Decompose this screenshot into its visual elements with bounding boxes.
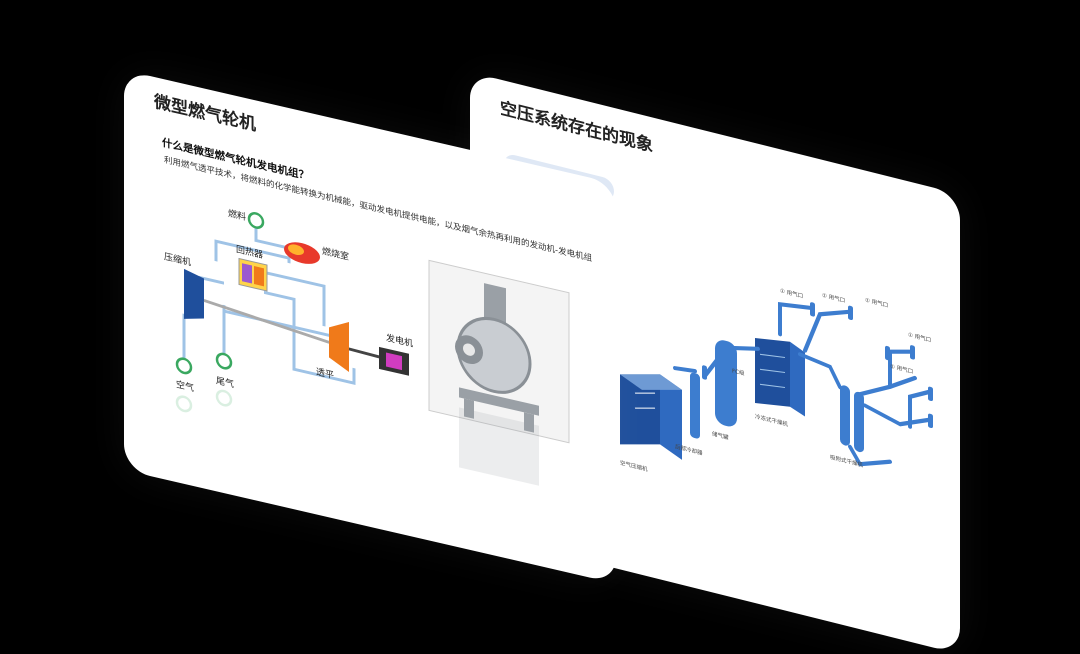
- air-inlet-icon: [177, 357, 191, 374]
- label-dryer1: 冷冻式干燥机: [755, 412, 788, 428]
- label-outlet-3: ① 用气口: [865, 296, 888, 310]
- exhaust-outlet-icon: [217, 352, 231, 369]
- label-turbine: 透平: [316, 366, 334, 381]
- air-compressor-icon: [620, 364, 682, 459]
- label-generator: 发电机: [386, 332, 413, 350]
- label-outlet-1: ① 用气口: [780, 286, 803, 300]
- label-tank: 储气罐: [712, 429, 729, 441]
- label-air: 空气: [176, 378, 194, 394]
- front-slide-title: 微型燃气轮机: [154, 87, 256, 136]
- aftercooler-icon: [690, 372, 700, 439]
- label-compressor: 压缩机: [164, 250, 191, 268]
- recuperator-icon: [239, 259, 267, 291]
- microturbine-diagram: 燃料 回热器 燃烧室 压缩机 发电机 透平 空气 尾气: [124, 170, 616, 584]
- compressor-icon: [184, 269, 204, 324]
- desiccant-tower-1: [840, 384, 850, 446]
- back-slide-title: 空压系统存在的现象: [500, 93, 653, 156]
- label-dryer2: 吸附式干燥机: [830, 453, 863, 469]
- label-outlet-2: ① 用气口: [822, 291, 845, 305]
- stage: 空压系统存在的现象 空压机之间独立运行: [0, 0, 1080, 608]
- label-outlet-4: ① 用气口: [908, 330, 931, 344]
- label-compressor: 空气压缩机: [620, 458, 648, 473]
- label-outlet-5: ① 用气口: [890, 362, 913, 376]
- air-tank-icon: [715, 338, 737, 428]
- fuel-inlet-icon: [249, 212, 263, 229]
- refrigerated-dryer-icon: [755, 333, 805, 416]
- label-fuel: 燃料: [228, 207, 246, 223]
- label-exhaust: 尾气: [216, 374, 234, 390]
- generator-icon: [379, 347, 409, 376]
- desiccant-tower-2: [854, 391, 864, 453]
- turbine-icon: [329, 317, 349, 372]
- microturbine-photo: [429, 260, 569, 442]
- label-combustor: 燃烧室: [322, 245, 349, 263]
